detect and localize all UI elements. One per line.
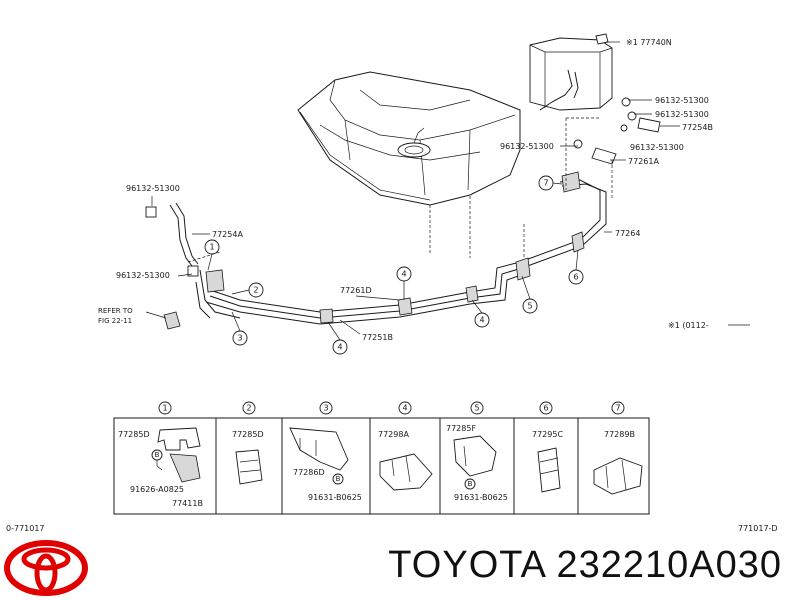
label-77264: 77264 bbox=[615, 229, 640, 238]
code-right: 771017-D bbox=[738, 524, 778, 533]
callout-4-a: 4 bbox=[396, 266, 412, 282]
note-label: ※1 (0112- bbox=[668, 321, 709, 330]
detail-panels: 1 2 3 4 5 6 7 77285D B 91626-A0825 77411… bbox=[113, 401, 650, 515]
svg-text:3: 3 bbox=[323, 404, 328, 413]
callout-4-c: 4 bbox=[474, 312, 490, 328]
svg-text:7: 7 bbox=[543, 179, 548, 188]
panel-3-bolt: 91631-B0625 bbox=[308, 493, 362, 502]
label-96132-f: 96132-51300 bbox=[116, 271, 170, 280]
panel-2-part: 77285D bbox=[232, 430, 264, 439]
callout-5-main: 5 bbox=[522, 298, 538, 314]
label-96132-b: 96132-51300 bbox=[655, 110, 709, 119]
panel-5-bolt: 91631-B0625 bbox=[454, 493, 508, 502]
callout-6-main: 6 bbox=[568, 269, 584, 285]
svg-text:4: 4 bbox=[337, 343, 342, 352]
panel-3-part: 77286D bbox=[293, 468, 325, 477]
panel-4-part: 77298A bbox=[378, 430, 409, 439]
svg-text:4: 4 bbox=[401, 270, 406, 279]
svg-text:5: 5 bbox=[474, 404, 479, 413]
leader-lines bbox=[145, 41, 680, 335]
callout-1-main: 1 bbox=[204, 239, 220, 255]
callout-2-main: 2 bbox=[248, 282, 264, 298]
panel-1-sub: 77411B bbox=[172, 499, 203, 508]
svg-text:4: 4 bbox=[402, 404, 407, 413]
panel-5-number: 5 bbox=[470, 401, 484, 415]
panel-5-part: 77285F bbox=[446, 424, 476, 433]
panel-3-number: 3 bbox=[319, 401, 333, 415]
label-77254a: 77254A bbox=[212, 230, 243, 239]
label-96132-a: 96132-51300 bbox=[655, 96, 709, 105]
svg-text:2: 2 bbox=[253, 286, 258, 295]
svg-text:B: B bbox=[336, 475, 341, 483]
callout-7-top: 7 bbox=[538, 175, 554, 191]
svg-text:5: 5 bbox=[527, 302, 532, 311]
label-77251b: 77251B bbox=[362, 333, 393, 342]
label-96132-d: 96132-51300 bbox=[630, 143, 684, 152]
svg-text:3: 3 bbox=[237, 334, 242, 343]
part-labels: ※1 77740N 96132-51300 96132-51300 77254B… bbox=[6, 38, 778, 533]
panel-1-bolt: 91626-A0825 bbox=[130, 485, 184, 494]
toyota-logo-icon bbox=[4, 540, 88, 596]
panel-1-number: 1 bbox=[158, 401, 172, 415]
panel-6-number: 6 bbox=[539, 401, 553, 415]
label-77261a: 77261A bbox=[628, 157, 659, 166]
svg-text:B: B bbox=[468, 480, 473, 488]
svg-text:6: 6 bbox=[573, 273, 578, 282]
label-77740n: ※1 77740N bbox=[626, 38, 672, 47]
callout-4-b: 4 bbox=[332, 339, 348, 355]
panel-4-number: 4 bbox=[398, 401, 412, 415]
panel-7-number: 7 bbox=[611, 401, 625, 415]
svg-text:1: 1 bbox=[209, 243, 214, 252]
svg-text:1: 1 bbox=[162, 404, 167, 413]
panel-2-number: 2 bbox=[242, 401, 256, 415]
code-left: 0-771017 bbox=[6, 524, 45, 533]
label-96132-e: 96132-51300 bbox=[126, 184, 180, 193]
label-77254b: 77254B bbox=[682, 123, 713, 132]
svg-text:4: 4 bbox=[479, 316, 484, 325]
fuel-lines bbox=[195, 171, 607, 325]
callout-3-main: 3 bbox=[232, 330, 248, 346]
svg-text:B: B bbox=[155, 451, 160, 459]
part-title: TOYOTA 232210A030 bbox=[388, 544, 782, 586]
charcoal-canister bbox=[529, 33, 613, 111]
panel-1-part: 77285D bbox=[118, 430, 150, 439]
svg-text:7: 7 bbox=[615, 404, 620, 413]
svg-text:6: 6 bbox=[543, 404, 548, 413]
panel-7-part: 77289B bbox=[604, 430, 635, 439]
label-77261d: 77261D bbox=[340, 286, 372, 295]
refer-label-line1: REFER TO bbox=[98, 307, 133, 315]
panel-6-part: 77295C bbox=[532, 430, 563, 439]
refer-label-line2: FIG 22-11 bbox=[98, 317, 132, 325]
label-96132-c: 96132-51300 bbox=[500, 142, 554, 151]
fuel-tank bbox=[297, 71, 521, 206]
svg-text:2: 2 bbox=[246, 404, 251, 413]
callouts: 7 1 2 3 4 4 4 5 6 bbox=[204, 175, 584, 355]
